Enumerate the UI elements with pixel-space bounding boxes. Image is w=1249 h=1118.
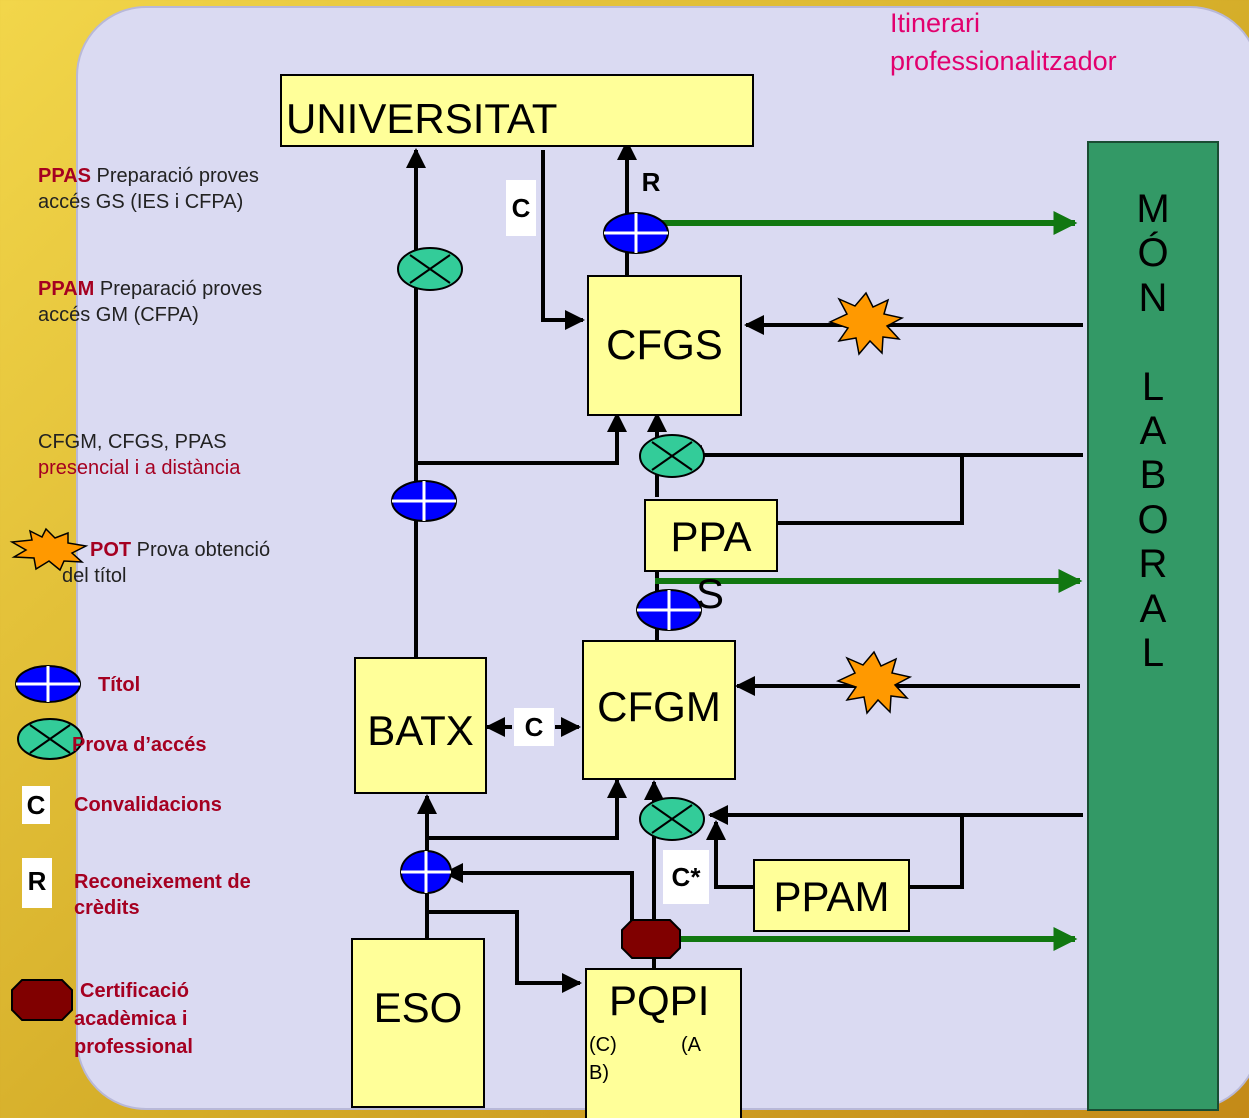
mon-laboral-letter: A	[1139, 586, 1167, 631]
mon-laboral-letter: B	[1139, 453, 1167, 498]
mon-laboral-label: M Ó N L A B O R A L	[1089, 187, 1217, 675]
note-ppas-abbr: PPAS	[38, 165, 91, 187]
note-modes-line2: presencial i a distància	[38, 457, 241, 479]
pqpi-box: PQPI (C) (A B)	[585, 968, 742, 1118]
mon-laboral-letter: R	[1138, 542, 1168, 587]
title-icon	[636, 589, 702, 631]
note-pot-abbr: POT	[90, 539, 132, 561]
line-universitat-cfgs	[541, 150, 585, 330]
note-pot: POT Prova obtenció del títol	[62, 537, 270, 589]
mon-laboral-letter: Ó	[1137, 231, 1169, 276]
eso-label: ESO	[373, 984, 463, 1031]
ppam-box: PPAM	[753, 859, 910, 932]
legend-c-label: Convalidacions	[74, 794, 222, 816]
mon-laboral-letter: M	[1136, 187, 1170, 231]
title-icon	[391, 480, 457, 522]
universitat-box: UNIVERSITAT	[280, 74, 754, 147]
note-pot-text: Prova obtenció	[131, 539, 271, 561]
line-ppas-link	[778, 455, 964, 525]
mon-laboral-letter: O	[1137, 497, 1169, 542]
ppam-label: PPAM	[773, 873, 890, 920]
batx-box: BATX	[354, 657, 487, 794]
line-batx-cfgs	[416, 412, 627, 465]
note-ppas: PPAS Preparació proves accés GS (IES i C…	[38, 163, 259, 215]
note-ppam: PPAM Preparació proves accés GM (CFPA)	[38, 276, 262, 328]
legend-prova: Prova d’accés	[72, 734, 207, 756]
pqpi-ab-label: (A	[681, 1034, 701, 1056]
note-pot-text-2: del títol	[62, 565, 127, 587]
eso-box: ESO	[351, 938, 485, 1108]
note-modes-line1: CFGM, CFGS, PPAS	[38, 431, 227, 453]
pqpi-label: PQPI	[609, 977, 710, 1024]
pqpi-c-label: (C)	[589, 1034, 617, 1056]
itinerary-line1: Itinerari	[890, 8, 981, 38]
legend-c-key: C	[22, 786, 50, 824]
itinerary-line2: professionalitzador	[890, 46, 1117, 76]
line-ppam-link	[910, 815, 964, 889]
mon-laboral-letter: L	[1141, 364, 1165, 409]
recognition-tag: R	[633, 164, 669, 200]
pot-burst-icon	[827, 291, 905, 356]
universitat-label: UNIVERSITAT	[286, 95, 558, 142]
cfgs-box: CFGS	[587, 275, 742, 416]
mon-laboral-letter: N	[1138, 275, 1168, 320]
ppas-box: PPA	[644, 499, 778, 572]
itinerary-title: Itinerari professionalitzador	[890, 4, 1117, 80]
cfgm-label: CFGM	[597, 683, 721, 730]
legend-titol: Títol	[98, 674, 141, 696]
mon-laboral-bar: M Ó N L A B O R A L	[1087, 141, 1219, 1111]
access-test-icon	[639, 797, 705, 841]
access-test-icon	[639, 434, 705, 478]
note-ppam-text: Preparació proves	[94, 278, 263, 300]
line-eso-pqpi	[427, 910, 582, 993]
convalidation-tag: C	[514, 708, 554, 746]
batx-label: BATX	[367, 707, 474, 754]
note-ppas-text-2: accés GS (IES i CFPA)	[38, 191, 244, 213]
convalidation-star-tag: C*	[663, 850, 709, 904]
note-ppam-text-2: accés GM (CFPA)	[38, 304, 199, 326]
legend-r-line2: crèdits	[74, 897, 140, 919]
pot-burst-icon	[835, 650, 913, 715]
title-icon	[603, 212, 669, 254]
line-ppam-proves	[706, 820, 753, 889]
legend-cert-line3: professional	[74, 1036, 193, 1058]
pqpi-ab-label-2: B)	[589, 1062, 609, 1084]
note-modes: CFGM, CFGS, PPAS presencial i a distànci…	[38, 429, 240, 481]
ppas-label: PPA	[670, 513, 752, 560]
mon-laboral-letter	[1089, 320, 1217, 364]
legend-cert: Certificació acadèmica i professional	[74, 977, 193, 1061]
title-icon	[15, 665, 81, 703]
legend-cert-line2: acadèmica i	[74, 1008, 188, 1030]
title-icon	[400, 850, 452, 894]
line-eso-cfgm	[427, 778, 627, 840]
legend-r-key: R	[22, 858, 52, 908]
legend-cert-line1: Certificació	[80, 980, 189, 1002]
legend-r-label: Reconeixement de crèdits	[74, 869, 251, 921]
cfgm-box: CFGM	[582, 640, 736, 780]
note-ppam-abbr: PPAM	[38, 278, 95, 300]
legend-r-line1: Reconeixement de	[74, 871, 251, 893]
certificate-icon	[11, 979, 73, 1021]
mon-laboral-letter: L	[1141, 630, 1165, 675]
certificate-icon	[621, 919, 681, 959]
access-test-icon	[397, 247, 463, 291]
note-ppas-text: Preparació proves	[90, 165, 259, 187]
convalidation-tag: C	[506, 180, 536, 236]
line-pqpi-titol	[443, 863, 634, 933]
mon-laboral-letter: A	[1139, 408, 1167, 453]
pot-burst-icon	[9, 527, 89, 572]
access-test-icon	[17, 718, 83, 760]
ppas-label-overflow: S	[696, 570, 725, 617]
cfgs-label: CFGS	[606, 321, 723, 368]
